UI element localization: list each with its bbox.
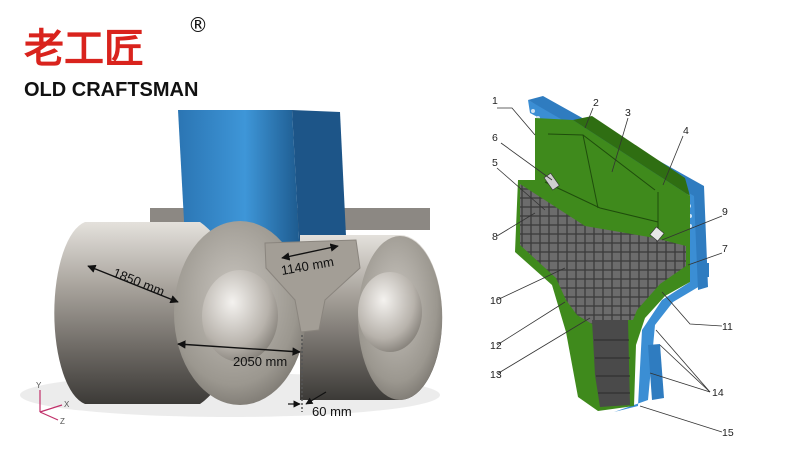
backing-plate-tab bbox=[648, 344, 664, 400]
callout-labels: 1 2 3 4 5 6 7 8 9 10 11 12 13 14 15 bbox=[490, 95, 734, 439]
tile-region bbox=[520, 184, 686, 324]
panel-lines bbox=[544, 133, 659, 235]
hardface-strip bbox=[592, 320, 630, 407]
feed-column-side bbox=[292, 110, 346, 258]
roll-length-arrow bbox=[87, 264, 179, 304]
brand-chinese-name: 老工匠 bbox=[24, 26, 144, 72]
roll-gap-arrow-right bbox=[305, 391, 327, 405]
leader-lines bbox=[496, 107, 723, 433]
callout-2: 2 bbox=[593, 97, 599, 109]
roll-diameter-arrow bbox=[177, 340, 301, 356]
cross-section-diagram: 1 2 3 4 5 6 7 8 9 10 11 12 13 14 15 bbox=[490, 95, 734, 439]
right-roll bbox=[300, 235, 443, 400]
callout-12: 12 bbox=[490, 340, 502, 352]
callout-6: 6 bbox=[492, 132, 498, 144]
feed-column-front bbox=[178, 110, 300, 258]
callout-8: 8 bbox=[492, 231, 498, 243]
insert-piece-9 bbox=[649, 226, 665, 242]
feed-chute bbox=[264, 239, 361, 333]
callout-9: 9 bbox=[722, 206, 728, 218]
callout-4: 4 bbox=[683, 125, 689, 137]
callout-11: 11 bbox=[722, 321, 733, 333]
hardface-strip-lines bbox=[594, 339, 630, 394]
axis-x-label: X bbox=[64, 400, 70, 409]
feed-width-arrow bbox=[281, 243, 339, 261]
callout-7: 7 bbox=[722, 243, 728, 255]
axis-z-label: Z bbox=[60, 417, 65, 426]
brand-english-name: OLD CRAFTSMAN bbox=[24, 79, 198, 101]
callout-5: 5 bbox=[492, 157, 498, 169]
backing-plate-lug bbox=[704, 263, 709, 277]
registered-mark: ® bbox=[188, 13, 208, 37]
callout-14: 14 bbox=[712, 387, 724, 399]
callout-1: 1 bbox=[492, 95, 498, 107]
brand-logo: 老工匠 ® OLD CRAFTSMAN bbox=[24, 13, 208, 101]
roll-gap-label: 60 mm bbox=[312, 404, 352, 419]
callout-10: 10 bbox=[490, 295, 502, 307]
axis-triad: Y X Z bbox=[36, 381, 70, 426]
roller-press-diagram: 1850 mm 2050 mm 1140 mm 60 mm Y X Z bbox=[20, 110, 443, 426]
callout-15: 15 bbox=[722, 427, 734, 439]
roll-diameter-label: 2050 mm bbox=[233, 354, 287, 369]
callout-3: 3 bbox=[625, 107, 631, 119]
right-roll-hub bbox=[358, 272, 422, 352]
callout-13: 13 bbox=[490, 369, 502, 381]
axis-y-label: Y bbox=[36, 381, 42, 390]
green-body-top bbox=[573, 116, 690, 196]
feed-column bbox=[178, 110, 346, 258]
left-roll-hub bbox=[202, 270, 278, 362]
